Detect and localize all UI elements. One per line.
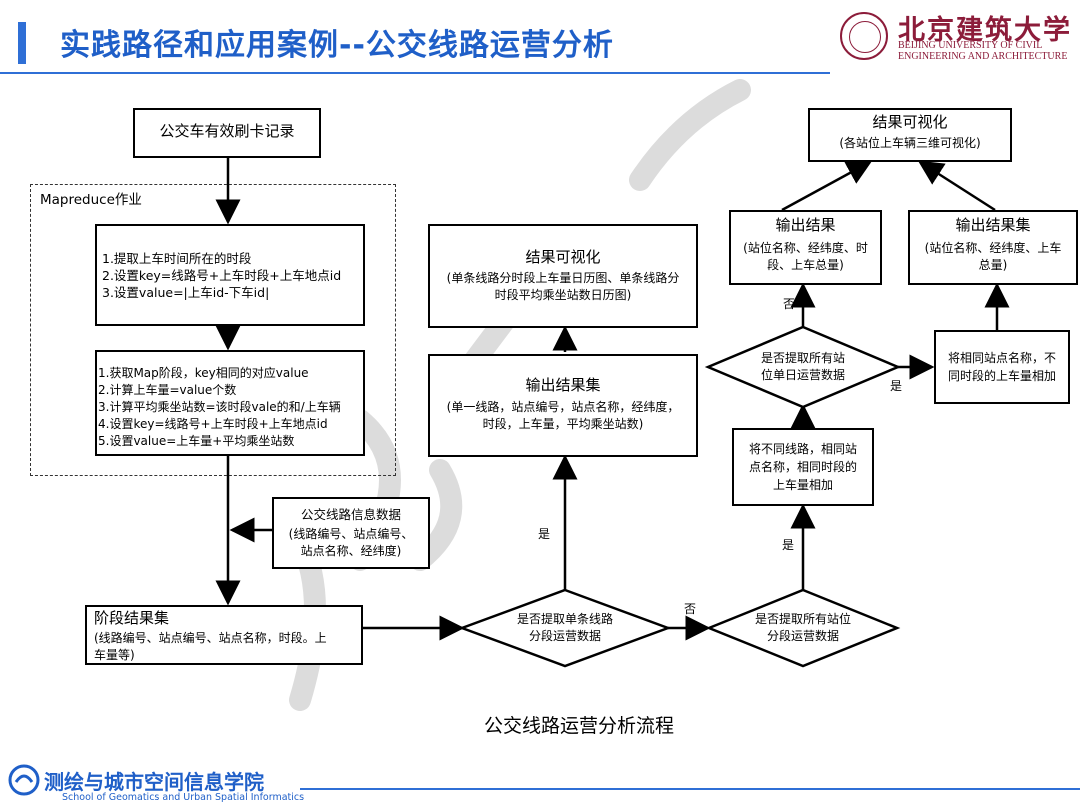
decision-single-line-diamond [458,588,672,668]
merge-lines-box [732,428,874,506]
output-right-detail: (站位名称、经纬度、上车 总量) [924,241,1062,272]
map-step-text: 1.提取上车时间所在的时段 2.设置key=线路号+上车时段+上车地点id 3.… [102,251,342,300]
map-step-box [95,224,365,326]
reduce-step-box [95,350,365,456]
decision-all-stations-daily-diamond [704,325,902,409]
line-info-box [272,497,430,569]
label-no-single-line: 否 [684,602,697,616]
vis-mid-box [428,224,698,328]
merge-periods-box [934,330,1070,404]
decision-all-stations-period-diamond [705,588,901,668]
output-mid-title: 输出结果集 [525,376,601,394]
vis-top-box [808,108,1012,162]
label-yes-single-line: 是 [538,527,551,541]
vis-top-detail: (各站位上车辆三维可视化) [839,136,981,150]
stage-result-title: 阶段结果集 [94,609,170,627]
reduce-step-text: 1.获取Map阶段，key相同的对应value 2.计算上车量=value个数 … [98,366,341,448]
title-underline [0,72,830,74]
output-left-box [729,210,882,285]
vis-mid-detail: (单条线路分时段上车量日历图、单条线路分 时段平均乘坐站数日历图) [446,271,680,302]
output-mid-box [428,354,698,457]
label-yes-all-stations-period: 是 [782,538,795,552]
university-name-en: BEIJING UNIVERSITY OF CIVIL ENGINEERING … [898,40,1068,62]
start-card-records-label: 公交车有效刷卡记录 [159,122,295,140]
school-logo-icon [8,764,40,796]
decision-all-stations-period-label: 是否提取所有站位 分段运营数据 [754,612,851,643]
diagram-caption: 公交线路运营分析流程 [484,715,675,737]
mapreduce-container [30,184,396,476]
stage-result-detail: (线路编号、站点编号、站点名称，时段。上 车量等) [94,631,327,662]
decision-single-line-label: 是否提取单条线路 分段运营数据 [516,612,613,643]
decision-all-stations-daily-label: 是否提取所有站 位单日运营数据 [760,351,845,382]
label-no-all-stations-daily: 否 [783,297,796,311]
title-accent-bar [18,22,26,64]
output-right-title: 输出结果集 [955,216,1031,234]
line-info-detail: (线路编号、站点编号、 站点名称、经纬度) [288,527,414,558]
university-name-cn: 北京建筑大学 [898,15,1072,46]
start-card-records-box [133,108,321,158]
mapreduce-label: Mapreduce作业 [40,192,142,208]
label-yes-all-stations-daily: 是 [890,379,903,393]
output-left-title: 输出结果 [775,216,836,234]
merge-lines-text: 将不同线路，相同站 点名称，相同时段的 上车量相加 [748,442,857,492]
output-right-box [908,210,1078,285]
vis-top-title: 结果可视化 [872,113,948,131]
merge-periods-text: 将相同站点名称，不 同时段的上车量相加 [947,351,1056,383]
line-info-title: 公交线路信息数据 [300,507,401,522]
output-left-detail: (站位名称、经纬度、时 段、上车总量) [743,241,868,272]
footer-divider [300,788,1080,790]
university-seal-icon [840,12,888,60]
school-name-en: School of Geomatics and Urban Spatial In… [62,792,305,803]
output-mid-detail: (单一线路，站点编号，站点名称，经纬度， 时段，上车量，平均乘坐站数) [446,400,680,431]
stage-result-box [85,605,363,665]
vis-mid-title: 结果可视化 [525,248,601,266]
school-name-cn: 测绘与城市空间信息学院 [44,770,264,794]
page-title: 实践路径和应用案例--公交线路运营分析 [60,28,614,63]
